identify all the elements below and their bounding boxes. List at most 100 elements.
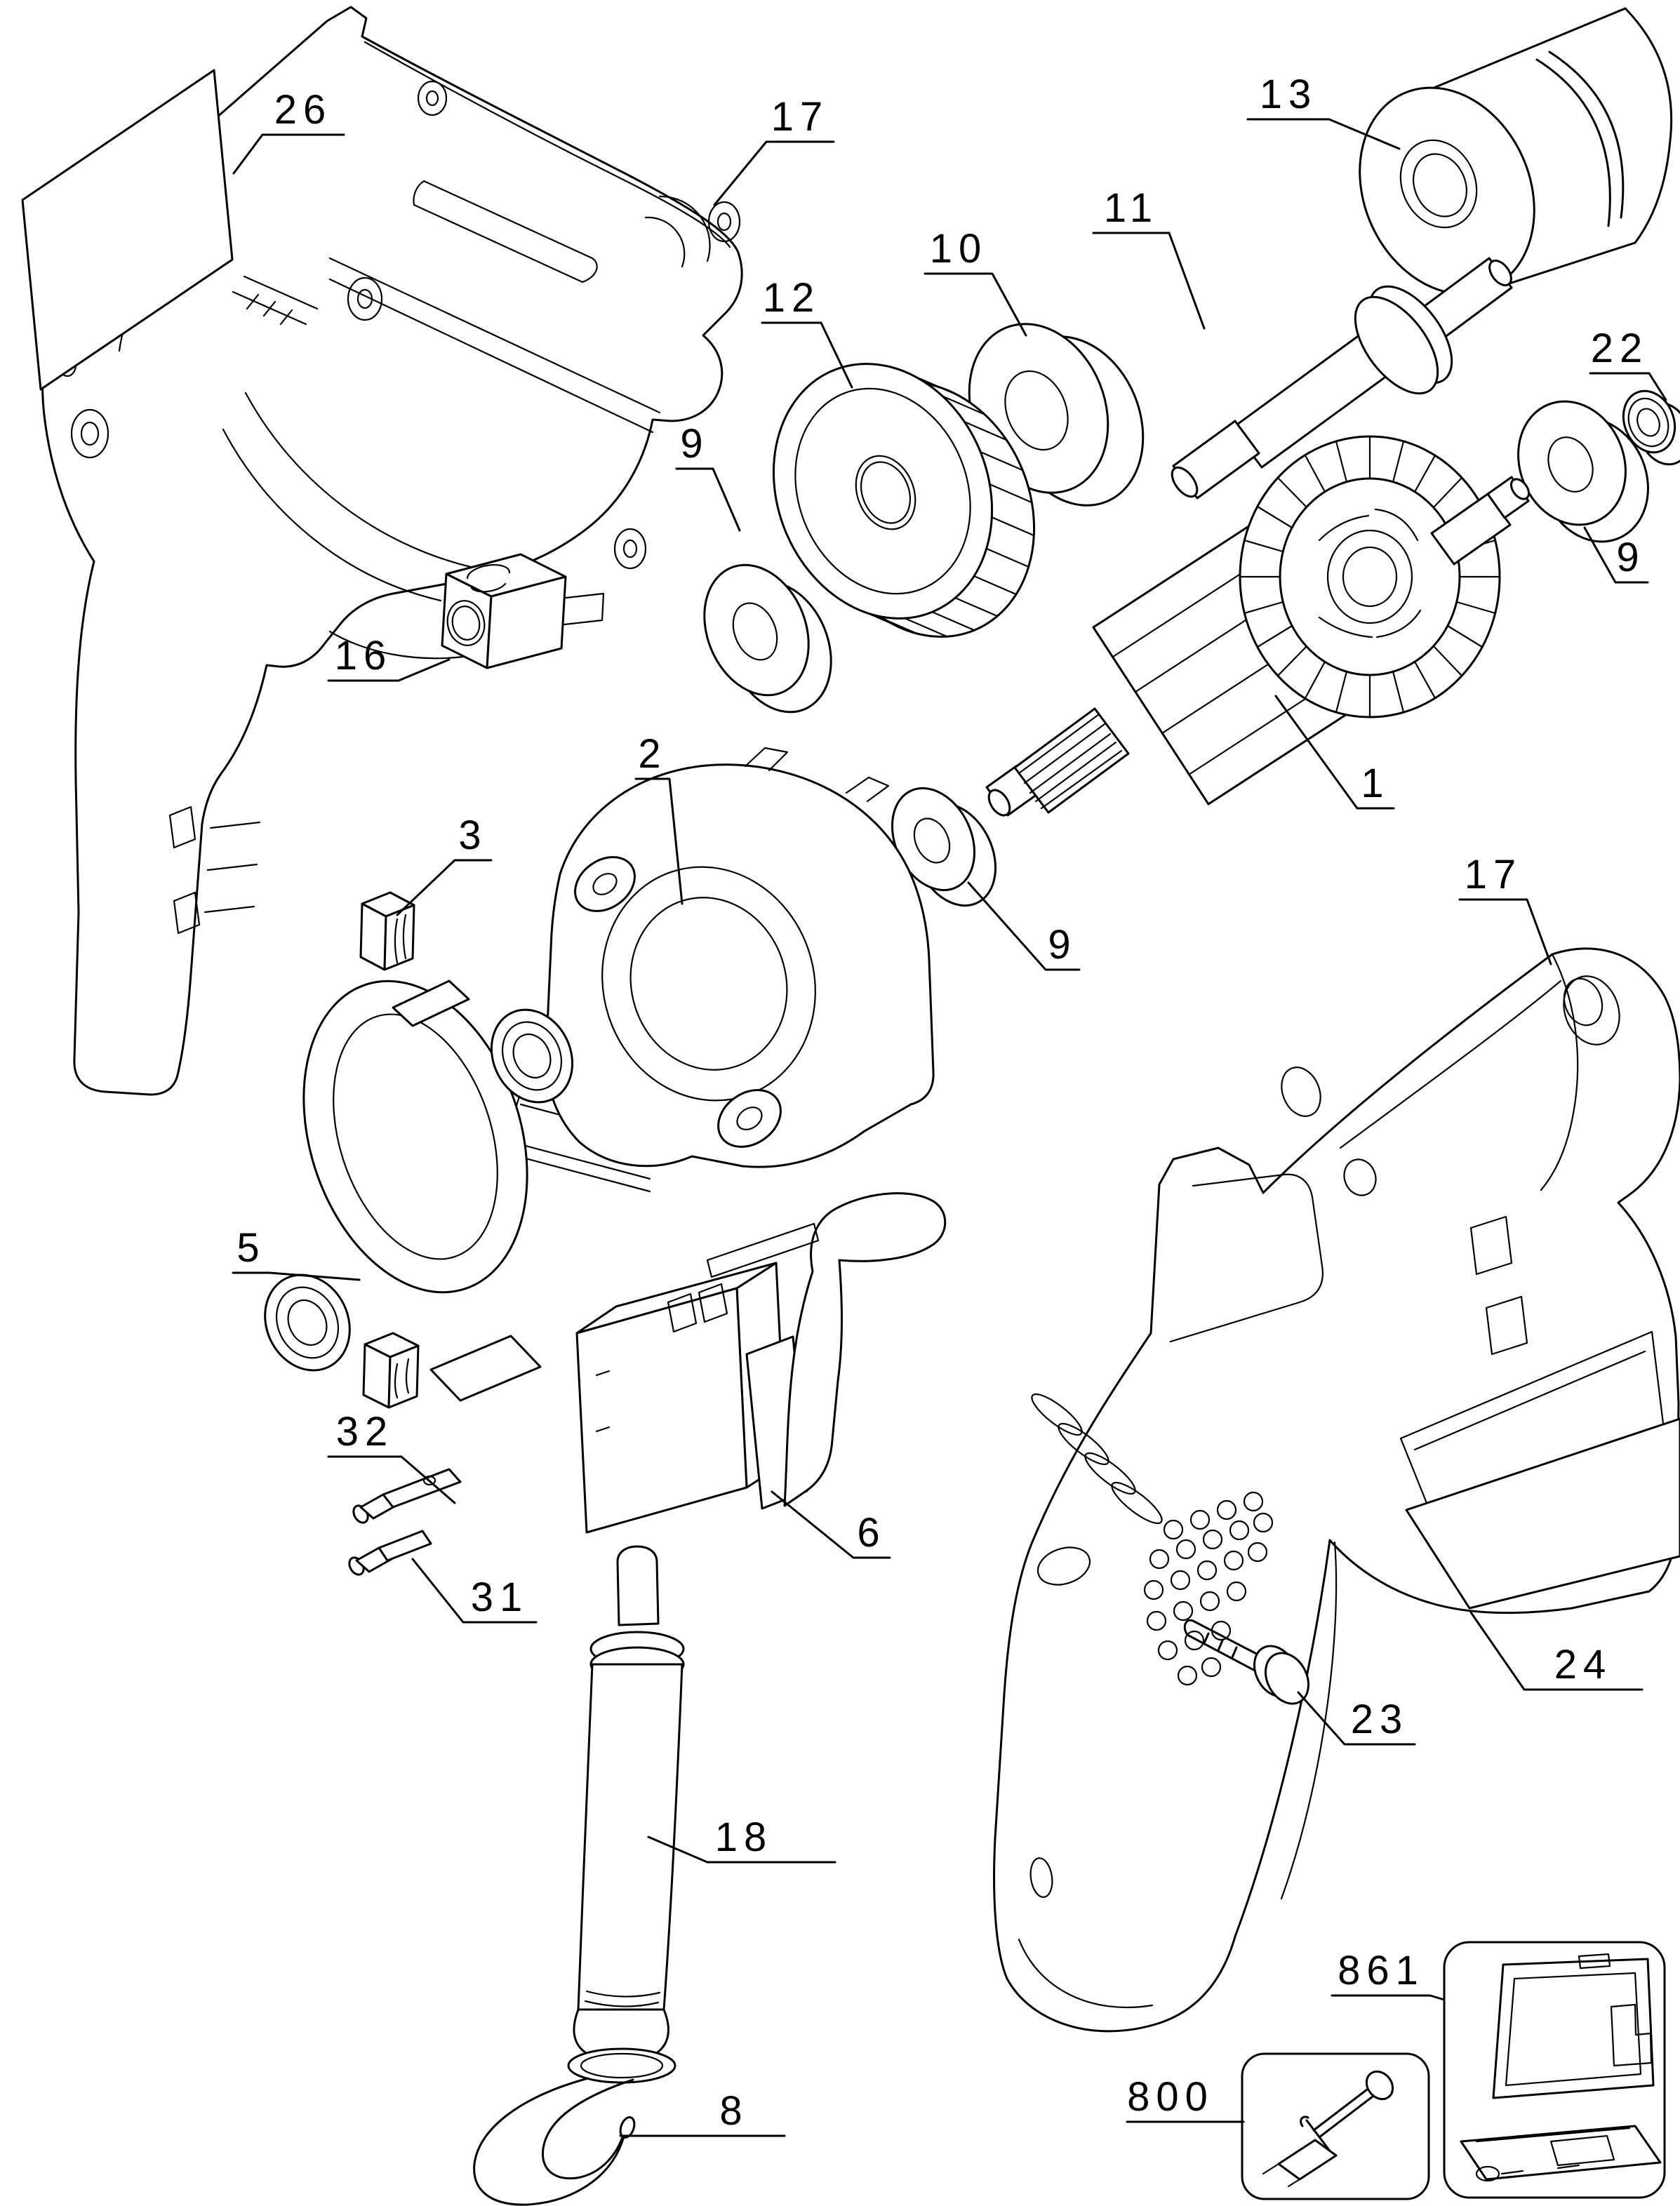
callout-17-right-leader — [1458, 898, 1552, 965]
fan-hub-ring — [1326, 529, 1413, 624]
right-housing-half — [993, 947, 1680, 2033]
callout-3-leader — [396, 859, 493, 916]
holder-spring-lower — [264, 1274, 351, 1372]
callout-11: 11 — [1092, 185, 1206, 330]
callout-861: 861 — [1331, 1948, 1446, 2001]
nameplate-label-right — [1405, 1417, 1680, 1610]
field-body — [545, 763, 935, 1168]
callout-18-label: 18 — [715, 1814, 773, 1860]
callout-3: 3 — [396, 813, 493, 916]
callout-9-rear-leader — [967, 881, 1081, 971]
field — [486, 747, 935, 1193]
chuck-face-ring — [1399, 139, 1478, 229]
kit-box-hinge — [1475, 2165, 1500, 2182]
callout-9-front-leader — [1583, 526, 1649, 584]
cord-outer — [473, 2077, 629, 2206]
brush-lower — [362, 1332, 420, 1409]
callout-16-leader — [327, 658, 451, 682]
cord-inner — [542, 2078, 634, 2180]
callout-31-label: 31 — [471, 1575, 529, 1620]
callout-2: 2 — [634, 731, 684, 905]
vent-holes — [1143, 1491, 1274, 1686]
armature-laminations — [1112, 519, 1401, 776]
left-housing-half — [41, 6, 743, 1096]
callout-16: 16 — [327, 633, 451, 682]
right-housing-outline — [993, 947, 1680, 2033]
kit-box-base-inner — [1475, 2127, 1631, 2175]
gear-hub-ring — [855, 455, 916, 530]
spring-lower-coil2 — [287, 1299, 328, 1346]
protector-tube — [577, 1663, 684, 2011]
spring-lower-coil — [275, 1286, 340, 1359]
fan-blades — [1239, 435, 1501, 718]
armature-commutator — [1013, 707, 1130, 814]
field-bobbin-upper — [574, 856, 636, 912]
protector-seams — [584, 1990, 661, 2007]
callout-32: 32 — [327, 1409, 456, 1504]
brush-holder — [264, 980, 574, 1402]
holder-ring-outer — [302, 980, 528, 1294]
callout-12-label: 12 — [763, 275, 821, 321]
spindle-rear-end — [1171, 466, 1199, 498]
key-shaft — [1300, 2088, 1374, 2157]
callout-9-front: 9 — [1583, 526, 1649, 584]
callout-1-label: 1 — [1361, 761, 1389, 806]
power-cord — [473, 2077, 636, 2206]
callout-2-leader — [634, 777, 684, 905]
gear-face — [772, 363, 994, 620]
callout-17-left-label: 17 — [771, 94, 829, 140]
spring-upper-coil2 — [512, 1034, 552, 1078]
kit-box — [1443, 1941, 1666, 2199]
callout-5-leader — [232, 1271, 361, 1281]
spindle-front-tip — [1488, 259, 1512, 287]
callout-5: 5 — [232, 1225, 361, 1281]
gear-face-ring — [794, 387, 971, 595]
spindle-flange-front — [1354, 295, 1439, 395]
callout-6-leader — [771, 1490, 891, 1559]
field-bobbin-lower — [717, 1089, 782, 1148]
callout-11-leader — [1092, 232, 1206, 330]
terminal-31 — [348, 1530, 432, 1576]
callout-23: 23 — [1297, 1691, 1416, 1746]
protector-stem — [616, 1545, 660, 1626]
washer-10-hole — [1004, 370, 1069, 451]
callout-26: 26 — [232, 87, 345, 175]
field-bobbin-upper-hole — [592, 873, 618, 895]
brush-upper-side — [383, 904, 415, 971]
key-pinion — [1365, 2070, 1394, 2101]
callout-9-mid: 9 — [675, 421, 741, 532]
barrel-oval-hole — [1281, 1067, 1321, 1117]
block-tab — [563, 592, 605, 626]
washer-22-hole — [1636, 408, 1660, 437]
switch-bracket — [706, 1222, 820, 1278]
callout-23-leader — [1297, 1691, 1416, 1746]
brush-upper — [359, 891, 415, 971]
rear-cap-hole-outer — [1563, 975, 1620, 1045]
terminal-31-blade — [378, 1530, 432, 1562]
block-hole — [451, 606, 481, 641]
bearing-block-16 — [441, 553, 605, 669]
brush-upper-front — [359, 902, 387, 971]
callout-6: 6 — [771, 1490, 891, 1559]
fan-disc — [1279, 477, 1461, 676]
callout-26-label: 26 — [274, 87, 333, 133]
barrel-screw-hole — [1343, 1158, 1377, 1196]
callout-32-label: 32 — [336, 1409, 394, 1455]
callout-22: 22 — [1589, 326, 1667, 401]
callout-9-mid-label: 9 — [680, 421, 709, 467]
trigger — [783, 1192, 947, 1507]
callout-861-leader — [1331, 1994, 1446, 2001]
callout-1-leader — [1274, 695, 1395, 810]
callout-12-leader — [761, 321, 853, 389]
switch-front — [575, 1287, 748, 1534]
callout-9-rear-label: 9 — [1048, 922, 1076, 968]
cord-protector — [567, 1545, 685, 2084]
callout-18: 18 — [647, 1814, 836, 1864]
callout-11-label: 11 — [1104, 185, 1159, 231]
washer-22-ring — [1627, 397, 1669, 448]
commutator-bars — [1018, 713, 1123, 810]
holder-foot — [429, 1335, 542, 1402]
washer-9-hole — [732, 602, 778, 661]
callout-31: 31 — [411, 1558, 538, 1624]
